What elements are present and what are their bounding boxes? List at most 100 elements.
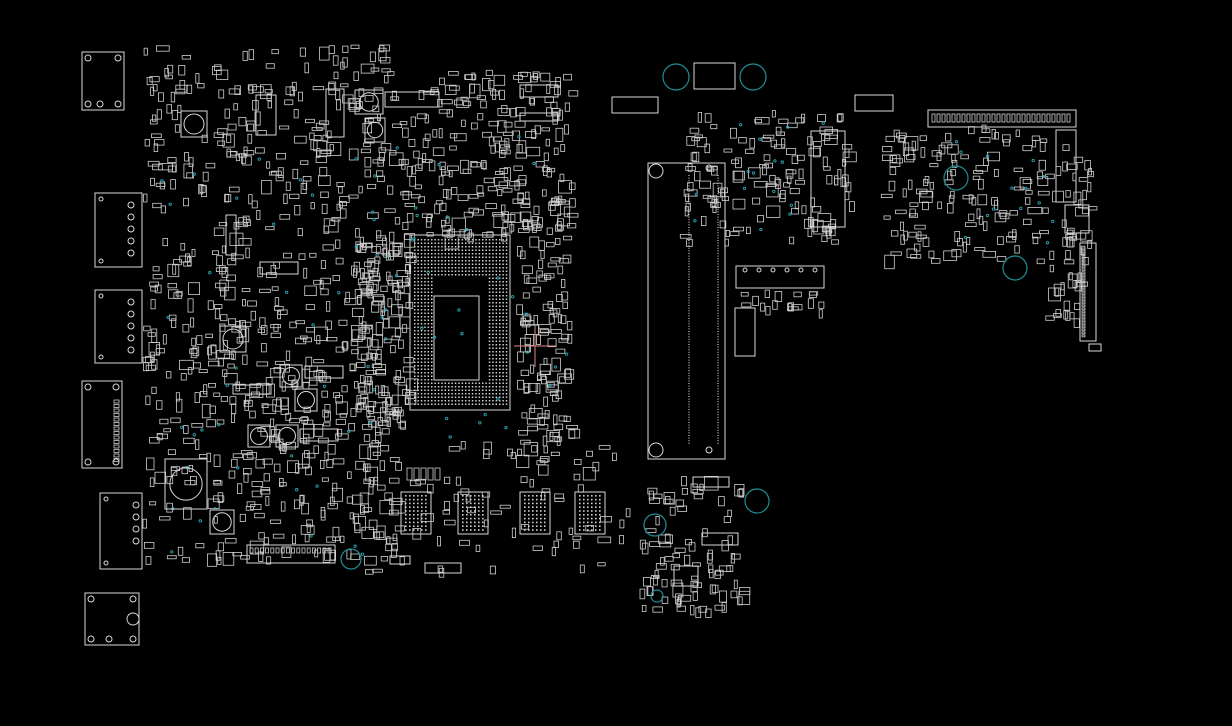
bga-ball (462, 521, 464, 524)
bga-ball (417, 400, 419, 402)
smd-part (957, 238, 963, 247)
pin (976, 113, 981, 123)
bga-ball (431, 396, 433, 398)
pin (1081, 334, 1086, 338)
smd-part (1038, 159, 1046, 171)
smd-part (434, 203, 440, 215)
pin (1081, 316, 1086, 320)
smd-part (695, 607, 702, 618)
smd-part (1039, 141, 1046, 152)
smd-part (207, 300, 214, 310)
smd-part (247, 300, 257, 307)
smd-part (715, 569, 724, 576)
smd-part (217, 128, 228, 135)
bga-ball (427, 316, 430, 318)
smd-part (408, 139, 416, 147)
bga-ball (468, 260, 470, 262)
smd-part (322, 409, 329, 418)
bga-ball (417, 270, 419, 272)
bga-ball (502, 302, 504, 304)
smd-part (459, 539, 470, 546)
smd-part (1022, 179, 1033, 184)
smd-part (367, 415, 376, 421)
bga-ball (448, 400, 450, 402)
bga-ball (427, 354, 430, 356)
smd-part (440, 99, 453, 105)
bga-ball (454, 389, 457, 391)
bga-ball (454, 239, 457, 241)
bga-ball (591, 506, 593, 508)
bga-ball (420, 316, 423, 318)
bga-ball (492, 274, 494, 276)
bga-ball (465, 263, 467, 265)
smd-part (174, 124, 181, 133)
bga-ball (414, 274, 416, 276)
bga-ball (502, 333, 504, 335)
bga-ball (495, 295, 498, 297)
bga-ball (485, 242, 487, 244)
smd-part (513, 165, 523, 171)
smd-part (216, 350, 231, 359)
bga-ball (458, 260, 460, 262)
via (311, 323, 315, 327)
bga-ball (458, 256, 460, 258)
smd-part (357, 335, 365, 340)
smd-part (285, 412, 292, 421)
pin (961, 113, 966, 123)
bga-ball (417, 330, 419, 332)
bga-ball (478, 242, 481, 244)
smd-part (242, 354, 248, 365)
smd-part (1048, 287, 1061, 302)
smd-part (273, 463, 281, 473)
bga-ball (485, 246, 487, 248)
pin (1081, 271, 1086, 275)
smd-part (314, 549, 319, 558)
bga-ball (431, 323, 433, 325)
bga-ball (478, 517, 480, 520)
bga-ball (454, 382, 457, 384)
smd-part (781, 138, 786, 148)
bga-ball (427, 305, 430, 307)
smd-part (694, 171, 701, 182)
bga-ball (414, 379, 416, 381)
bga-ball (468, 270, 470, 272)
bga-ball (417, 506, 419, 508)
smd-part (517, 448, 522, 457)
smd-part (217, 542, 224, 552)
via (511, 295, 515, 299)
smd-part (272, 533, 285, 539)
bga-ball (437, 396, 440, 398)
smd-part (412, 165, 417, 175)
bga-ball (451, 382, 453, 384)
smd-part (376, 175, 385, 182)
smd-part (370, 353, 378, 359)
smd-part (229, 186, 240, 193)
bga-ball (502, 379, 504, 381)
bga-ball (427, 281, 430, 283)
mount-hole (114, 100, 122, 108)
smd-part (281, 546, 292, 558)
bga-ball (495, 382, 498, 384)
bga-ball (420, 256, 423, 258)
bga-ball (495, 239, 498, 241)
smd-part (1087, 171, 1095, 178)
smd-part (503, 213, 516, 222)
bga-ball (499, 403, 501, 405)
via (257, 157, 261, 161)
bga-ball (431, 256, 433, 258)
smd-part (329, 219, 336, 226)
smd-part (375, 322, 384, 336)
via (168, 202, 172, 206)
bga-ball (444, 267, 447, 269)
smd-part (770, 139, 777, 148)
smd-part (415, 478, 426, 485)
bga-ball (420, 351, 423, 353)
smd-part (826, 174, 833, 185)
bga-ball (417, 393, 419, 395)
pin (1001, 113, 1006, 123)
via (445, 215, 449, 219)
bga-ball (454, 274, 457, 276)
bga-ball (495, 302, 498, 304)
smd-part (190, 317, 195, 328)
